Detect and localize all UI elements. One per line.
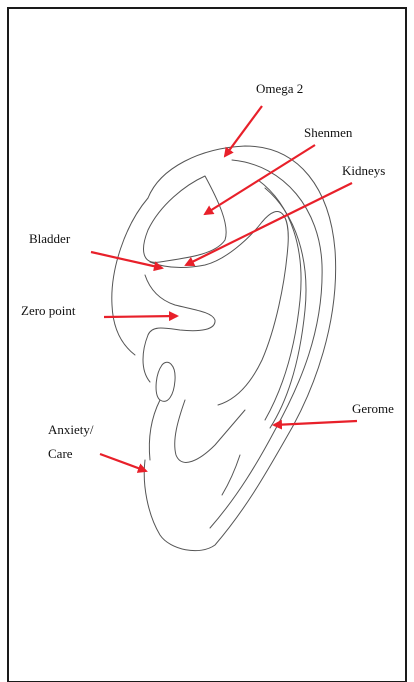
ear-crus: [145, 275, 215, 335]
arrow-bladder: [91, 252, 162, 268]
label-shenmen: Shenmen: [304, 124, 352, 141]
label-gerome: Gerome: [352, 400, 394, 417]
label-zero-point: Zero point: [21, 302, 76, 319]
ear-lobe-left: [149, 400, 160, 460]
label-omega2: Omega 2: [256, 80, 303, 97]
arrow-gerome: [274, 421, 357, 425]
arrow-omega2: [225, 106, 262, 156]
ear-lobe-inner: [222, 455, 240, 495]
ear-antihelix: [150, 212, 288, 405]
label-kidneys: Kidneys: [342, 162, 385, 179]
label-anxiety-care: Anxiety/ Care: [48, 421, 94, 462]
label-anxiety-line2: Care: [48, 445, 94, 462]
arrow-kidneys: [186, 183, 352, 265]
ear-antihelix-outer: [258, 180, 301, 420]
arrows: [91, 106, 357, 471]
label-anxiety-line1: Anxiety/: [48, 421, 94, 438]
ear-concha-left: [143, 335, 150, 382]
label-bladder: Bladder: [29, 230, 70, 247]
ear-intertragic: [175, 400, 245, 462]
arrow-shenmen: [205, 145, 315, 214]
diagram-border: [8, 8, 406, 682]
ear-outer-helix: [144, 146, 335, 551]
ear-outer-left: [112, 198, 148, 355]
ear-tragus: [156, 362, 175, 401]
ear-upper-fossa: [144, 176, 227, 262]
arrow-anxiety: [100, 454, 146, 471]
arrow-zero-point: [104, 316, 177, 317]
